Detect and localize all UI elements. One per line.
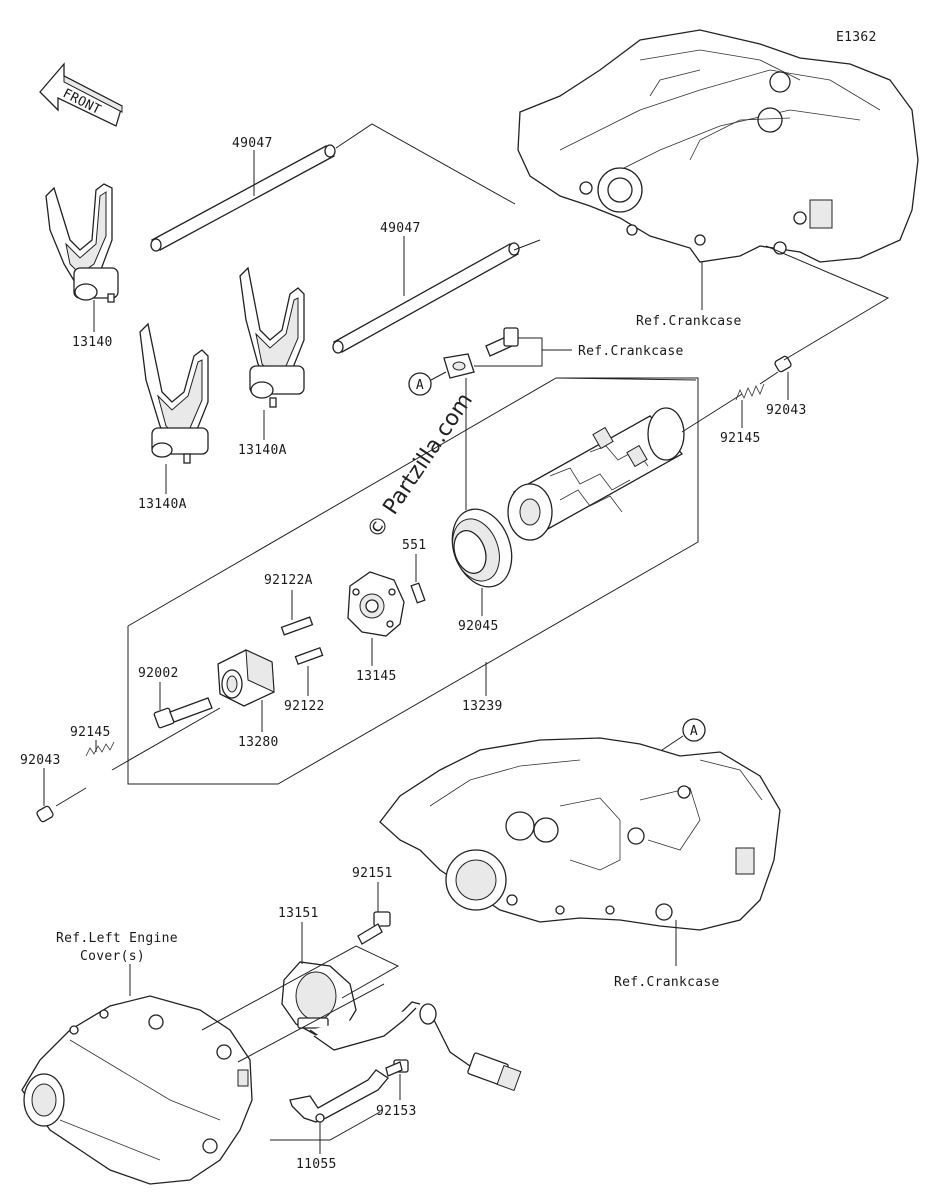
label-13145: 13145 [356,669,397,684]
washer-ref-crankcase [443,353,475,379]
callout-a-bottom-label: A [690,724,698,739]
upper-crankcase-drawing [517,29,919,263]
label-92122: 92122 [284,699,325,714]
pin-92043-right [774,355,792,373]
label-92151: 92151 [352,866,393,881]
pin-92043-left [36,805,54,823]
diagram-code: E1362 [836,30,877,45]
bolt-92151 [357,911,391,945]
bearing-92045 [451,508,513,588]
spring-92145-right [735,383,765,401]
ref-crankcase-bottom: Ref.Crankcase [614,975,720,990]
shift-rod-upper [150,144,336,252]
label-92122A: 92122A [264,573,313,588]
pin-551 [410,582,426,604]
bolt-92153 [385,1059,409,1077]
callout-a-top-label: A [416,378,424,393]
plate-11055 [289,1069,389,1123]
label-92045: 92045 [458,619,499,634]
ref-left-engine-cover-line1: Ref.Left Engine [56,931,178,946]
shift-fork-13140A-right [239,266,305,408]
cam-plate-13145 [347,571,405,637]
label-92043-right: 92043 [766,403,807,418]
label-49047-upper: 49047 [232,136,273,151]
label-13280: 13280 [238,735,279,750]
front-arrow-icon: FRONT [39,62,123,127]
label-92002: 92002 [138,666,179,681]
label-13239: 13239 [462,699,503,714]
label-92153: 92153 [376,1104,417,1119]
shift-fork-13140A-left [139,322,209,464]
shift-drum [507,393,743,541]
spring-92145-left [85,741,115,757]
label-92145-right: 92145 [720,431,761,446]
left-engine-cover-drawing [21,995,253,1185]
label-92043-left: 92043 [20,753,61,768]
bolt-92002 [153,697,213,729]
pin-92122 [294,646,324,666]
ref-left-engine-cover-line2: Cover(s) [80,949,145,964]
bolt-ref-crankcase [485,327,519,357]
callout-a-top [408,372,432,396]
label-92145-left: 92145 [70,725,111,740]
shift-rod-lower [332,242,520,354]
callout-a-bottom [682,718,706,742]
ref-crankcase-top: Ref.Crankcase [636,314,742,329]
holder-13280 [217,649,275,707]
ref-crankcase-bolt: Ref.Crankcase [578,344,684,359]
label-551: 551 [402,538,426,553]
sensor-13151 [281,961,522,1092]
shift-fork-13140 [45,183,119,303]
pin-92122A [280,616,314,636]
label-13140: 13140 [72,335,113,350]
label-11055: 11055 [296,1157,337,1172]
label-13151: 13151 [278,906,319,921]
label-13140A-left: 13140A [138,497,187,512]
label-13140A-right: 13140A [238,443,287,458]
label-49047-lower: 49047 [380,221,421,236]
lower-crankcase-drawing [379,737,781,931]
